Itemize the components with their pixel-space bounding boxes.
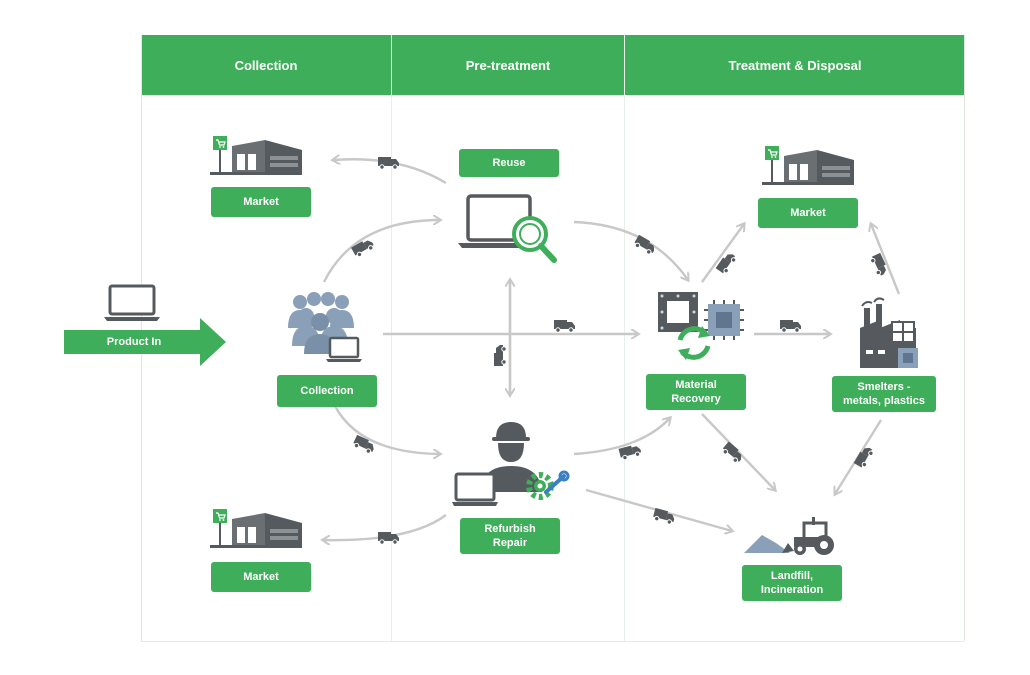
truck-icon	[868, 252, 890, 278]
header-collection: Collection	[141, 35, 391, 95]
market-bottom-left-label: Market	[211, 562, 311, 592]
store-icon	[761, 145, 855, 186]
chip-icon	[658, 292, 698, 332]
collection-label: Collection	[277, 375, 377, 407]
column-divider	[391, 35, 392, 641]
material-recovery-label: Material Recovery	[646, 374, 746, 410]
market-right-label: Market	[758, 198, 858, 228]
factory-icon	[860, 297, 918, 368]
store-icon	[209, 508, 303, 549]
truck-icon	[715, 250, 739, 276]
worker-icon	[452, 422, 542, 506]
smelters-label: Smelters - metals, plastics	[832, 376, 936, 412]
tractor-icon	[744, 517, 834, 555]
laptop-magnifier-icon	[458, 194, 557, 263]
cpu-icon	[704, 300, 744, 340]
header-pretreatment: Pre-treatment	[392, 35, 624, 95]
refurbish-repair-label: Refurbish Repair	[460, 518, 560, 554]
crowd-icon	[288, 292, 362, 362]
header-treatment: Treatment & Disposal	[625, 35, 965, 95]
market-top-left-label: Market	[211, 187, 311, 217]
column-divider	[624, 35, 625, 641]
column-divider	[964, 35, 965, 641]
product-in-label: Product In	[106, 336, 162, 348]
product-in-arrow	[64, 318, 226, 366]
truck-icon	[553, 319, 576, 333]
truck-icon	[350, 236, 376, 259]
bottom-border	[141, 641, 964, 642]
truck-icon	[377, 156, 400, 170]
truck-icon	[493, 344, 507, 367]
store-icon	[209, 135, 303, 176]
reuse-label: Reuse	[459, 149, 559, 177]
recycle-icon	[677, 326, 711, 360]
laptop-icon	[104, 284, 160, 321]
truck-icon	[779, 319, 802, 333]
landfill-incineration-label: Landfill, Incineration	[742, 565, 842, 601]
gear-wrench-icon	[526, 470, 570, 500]
truck-icon	[651, 507, 677, 526]
